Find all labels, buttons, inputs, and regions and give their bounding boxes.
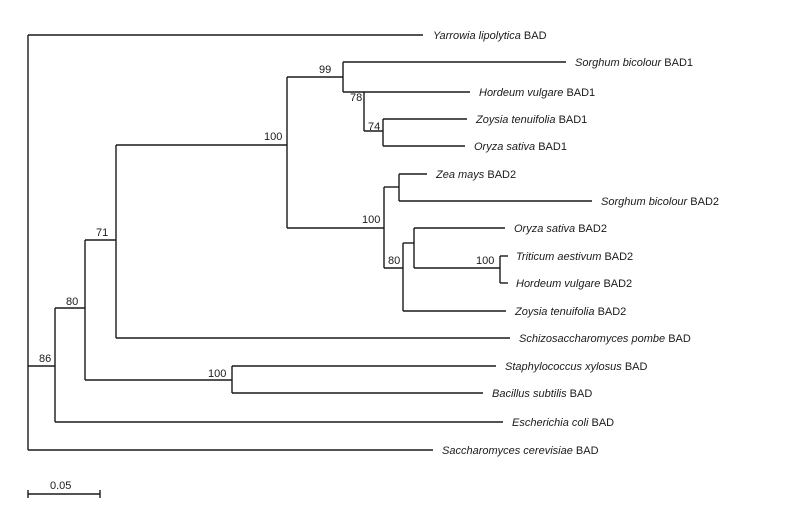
taxon-label: Zea mays BAD2	[435, 169, 516, 181]
tree-branches	[27, 34, 592, 451]
support-value: 80	[66, 296, 78, 308]
support-value: 80	[388, 255, 400, 267]
support-value: 100	[362, 214, 380, 226]
support-value: 86	[39, 353, 51, 365]
taxon-label: Sorghum bicolour BAD1	[575, 57, 693, 69]
taxon-label: Zoysia tenuifolia BAD2	[514, 306, 626, 318]
taxon-label: Schizosaccharomyces pombe BAD	[519, 333, 691, 345]
taxon-label: Bacillus subtilis BAD	[492, 388, 592, 400]
taxon-label: Sorghum bicolour BAD2	[601, 196, 719, 208]
taxon-label: Yarrowia lipolytica BAD	[433, 30, 547, 42]
support-value: 78	[350, 92, 362, 104]
taxon-label: Escherichia coli BAD	[512, 417, 614, 429]
support-value: 71	[96, 227, 108, 239]
taxon-label: Saccharomyces cerevisiae BAD	[442, 445, 599, 457]
taxon-label: Hordeum vulgare BAD2	[516, 278, 632, 290]
taxon-labels: Yarrowia lipolytica BAD Sorghum bicolour…	[433, 30, 719, 457]
scale-bar-label: 0.05	[50, 480, 71, 492]
taxon-label: Oryza sativa BAD1	[474, 141, 567, 153]
taxon-label: Staphylococcus xylosus BAD	[505, 361, 648, 373]
taxon-label: Hordeum vulgare BAD1	[479, 87, 595, 99]
taxon-label: Oryza sativa BAD2	[514, 223, 607, 235]
support-value: 100	[476, 255, 494, 267]
support-value: 100	[264, 131, 282, 143]
support-value: 99	[319, 64, 331, 76]
support-values: 99 78 74 100 100 80 100 71 80 86 100	[39, 64, 494, 380]
taxon-label: Zoysia tenuifolia BAD1	[475, 114, 587, 126]
taxon-label: Triticum aestivum BAD2	[516, 251, 633, 263]
scale-bar: 0.05	[27, 480, 101, 498]
support-value: 74	[368, 121, 380, 133]
support-value: 100	[208, 368, 226, 380]
